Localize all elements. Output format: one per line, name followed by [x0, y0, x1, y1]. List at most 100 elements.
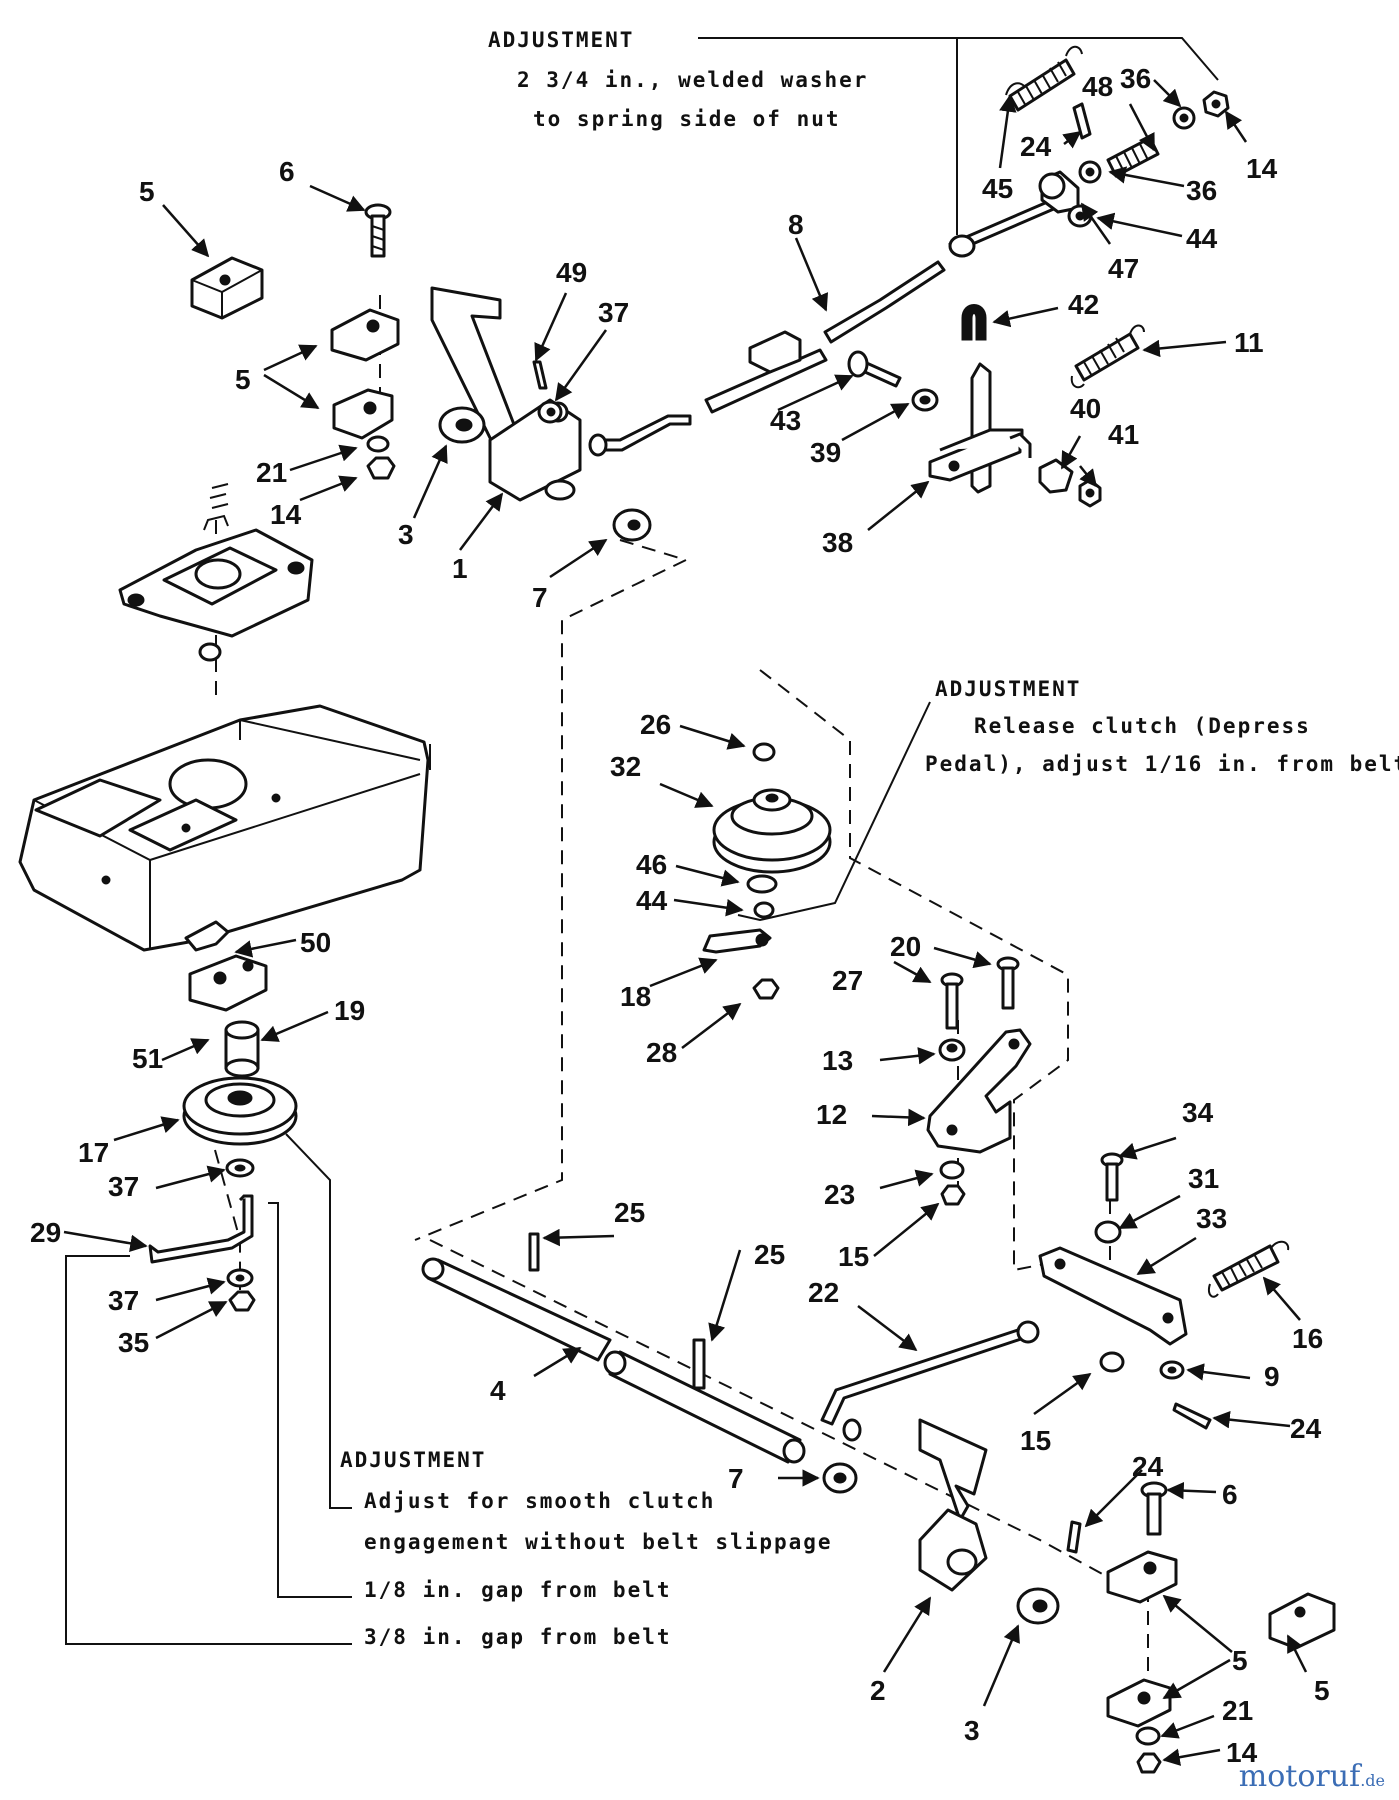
part-number: 51 — [132, 1043, 163, 1074]
part-number: 1 — [452, 553, 468, 584]
note-heading: ADJUSTMENT — [340, 1448, 486, 1472]
part-number: 20 — [890, 931, 921, 962]
leader-line — [698, 37, 1219, 81]
part-number: 44 — [636, 885, 668, 916]
part-number: 49 — [556, 257, 587, 288]
part-number: 41 — [1108, 419, 1139, 450]
part-number: 37 — [108, 1285, 139, 1316]
watermark-name: motoruf — [1238, 1759, 1361, 1794]
part-number: 3 — [964, 1715, 980, 1746]
washer-icon — [752, 742, 776, 762]
washer-icon — [1172, 106, 1196, 130]
clamp-half-icon — [1106, 1550, 1178, 1604]
part-number: 24 — [1290, 1413, 1322, 1444]
part-number: 12 — [816, 1099, 847, 1130]
part-number: 26 — [640, 709, 671, 740]
nut-icon — [940, 1184, 966, 1206]
brake-arm-icon — [926, 1028, 1032, 1154]
part-number: 5 — [235, 364, 251, 395]
note-line: 1/8 in. gap from belt — [364, 1578, 672, 1602]
bracket-icon — [928, 362, 1032, 494]
roll-pin-icon — [528, 1232, 706, 1390]
watermark-tld: .de — [1360, 1771, 1385, 1790]
clamp-block-icon — [190, 256, 264, 320]
cotter-pin-icon — [1066, 1520, 1082, 1554]
note-line: Pedal), adjust 1/16 in. from belt — [925, 752, 1399, 776]
part-number: 25 — [614, 1197, 645, 1228]
part-number: 17 — [78, 1137, 109, 1168]
support-bracket-icon — [118, 514, 314, 662]
part-number: 5 — [1314, 1675, 1330, 1706]
brake-adjustment-note: ADJUSTMENT Release clutch (Depress Pedal… — [737, 677, 1399, 922]
part-number: 13 — [822, 1045, 853, 1076]
throttle-adjustment-note: ADJUSTMENT 2 3/4 in., welded washer to s… — [488, 28, 1219, 235]
part-number: 5 — [139, 176, 155, 207]
leader-line — [285, 1133, 352, 1509]
bolt-icon — [847, 350, 902, 388]
frame-icon — [18, 704, 431, 952]
part-number: 27 — [832, 965, 863, 996]
part-number: 35 — [118, 1327, 149, 1358]
cotter-pin-icon — [1172, 1402, 1212, 1430]
part-number: 45 — [982, 173, 1013, 204]
part-number: 38 — [822, 527, 853, 558]
part-number: 23 — [824, 1179, 855, 1210]
bushing-icon — [1094, 1220, 1122, 1244]
part-number: 14 — [1226, 1737, 1258, 1768]
brake-rod-icon — [588, 198, 1058, 457]
note-line: 3/8 in. gap from belt — [364, 1625, 672, 1649]
brake-pedal-icon — [430, 286, 582, 502]
part-number: 7 — [532, 582, 548, 613]
part-number: 19 — [334, 995, 365, 1026]
part-number: 4 — [490, 1375, 506, 1406]
part-number: 33 — [1196, 1203, 1227, 1234]
bushing-icon — [1099, 1351, 1125, 1373]
washer-icon — [225, 1158, 255, 1178]
idler-pulley-icon — [182, 1076, 298, 1146]
part-number: 6 — [279, 156, 295, 187]
clamp-half-icon — [1106, 1678, 1172, 1728]
belt-guide-icon — [148, 1194, 254, 1264]
bushing-icon — [911, 388, 939, 412]
part-number: 11 — [1234, 327, 1264, 358]
part-number: 47 — [1108, 253, 1139, 284]
note-heading: ADJUSTMENT — [935, 677, 1081, 701]
part-number: 31 — [1188, 1163, 1219, 1194]
bushing-icon — [938, 1038, 966, 1062]
washer-icon — [1067, 204, 1093, 228]
part-number: 46 — [636, 849, 667, 880]
washer-icon — [746, 874, 778, 894]
part-number: 14 — [1246, 153, 1278, 184]
clutch-adjustment-note: ADJUSTMENT Adjust for smooth clutch enga… — [65, 1133, 831, 1649]
part-number: 3 — [398, 519, 414, 550]
part-number: 50 — [300, 927, 331, 958]
trunnion-icon — [1038, 170, 1080, 214]
idler-block-icon — [188, 954, 268, 1012]
part-number: 16 — [1292, 1323, 1323, 1354]
part-number: 29 — [30, 1217, 61, 1248]
part-number: 48 — [1082, 71, 1113, 102]
nut-icon — [228, 1290, 256, 1312]
part-number: 40 — [1070, 393, 1101, 424]
clip-icon — [961, 304, 987, 341]
washer-icon — [366, 435, 390, 453]
leader-line — [737, 701, 931, 922]
cross-shaft-icon — [421, 1257, 806, 1464]
brake-link-icon — [1038, 1246, 1188, 1346]
part-number-labels: 5 6 5 21 14 3 1 7 49 37 8 43 39 38 42 11… — [30, 63, 1330, 1768]
part-number: 32 — [610, 751, 641, 782]
part-number: 5 — [1232, 1645, 1248, 1676]
clamp-block-icon — [1268, 1592, 1336, 1650]
brake-rod-icon — [820, 1320, 1040, 1442]
part-number: 7 — [728, 1463, 744, 1494]
bolt-icon — [996, 956, 1020, 1010]
washer-icon — [1159, 1360, 1185, 1380]
leader-line — [65, 1255, 352, 1645]
nut-icon — [1136, 1752, 1162, 1774]
brake-pulley-icon — [712, 788, 832, 874]
cotter-pin-icon — [1072, 102, 1092, 140]
note-heading: ADJUSTMENT — [488, 28, 634, 52]
bolt-icon — [940, 972, 964, 1030]
nut-icon — [752, 978, 780, 1000]
